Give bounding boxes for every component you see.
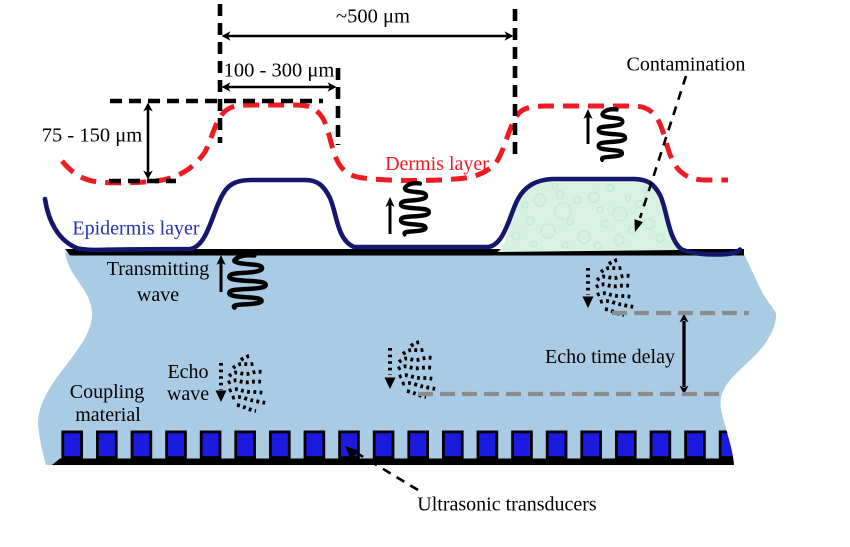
svg-text:Contamination: Contamination (627, 54, 746, 76)
svg-text:Dermis layer: Dermis layer (385, 153, 489, 175)
svg-text:wave: wave (137, 284, 179, 306)
svg-text:material: material (75, 404, 141, 426)
svg-text:wave: wave (167, 383, 209, 405)
svg-text:Ultrasonic transducers: Ultrasonic transducers (417, 494, 597, 516)
svg-text:~500 μm: ~500 μm (336, 6, 410, 28)
svg-text:Epidermis layer: Epidermis layer (72, 218, 200, 240)
svg-text:Echo: Echo (167, 361, 208, 383)
svg-text:100 - 300 μm: 100 - 300 μm (224, 60, 335, 82)
svg-text:Echo time delay: Echo time delay (545, 346, 675, 368)
svg-text:Coupling: Coupling (70, 381, 144, 403)
svg-text:Transmitting: Transmitting (107, 258, 210, 280)
svg-text:75 - 150 μm: 75 - 150 μm (42, 125, 142, 147)
